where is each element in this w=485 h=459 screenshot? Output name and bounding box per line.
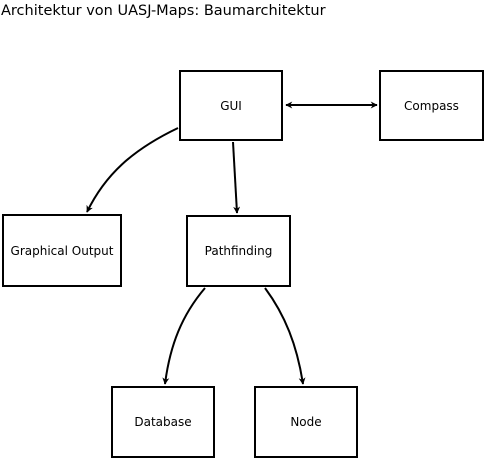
node-gui: GUI	[179, 70, 283, 141]
edge-gui-pathfinding	[232, 141, 241, 214]
edge-pathfinding-node	[264, 287, 306, 385]
page-title: Architektur von UASJ-Maps: Baumarchitekt…	[1, 3, 326, 19]
node-graphical-output: Graphical Output	[2, 214, 122, 287]
node-graphical-output-label: Graphical Output	[10, 243, 114, 258]
node-compass-label: Compass	[404, 98, 459, 113]
node-node: Node	[254, 386, 358, 458]
node-database-label: Database	[134, 415, 192, 429]
node-gui-label: GUI	[220, 98, 242, 113]
node-compass: Compass	[379, 70, 484, 141]
node-node-label: Node	[290, 415, 322, 429]
node-pathfinding-label: Pathfinding	[204, 244, 273, 258]
edge-gui-graphical-output	[86, 127, 179, 213]
node-database: Database	[111, 386, 215, 458]
edge-pathfinding-database	[162, 287, 206, 385]
node-pathfinding: Pathfinding	[186, 215, 291, 287]
